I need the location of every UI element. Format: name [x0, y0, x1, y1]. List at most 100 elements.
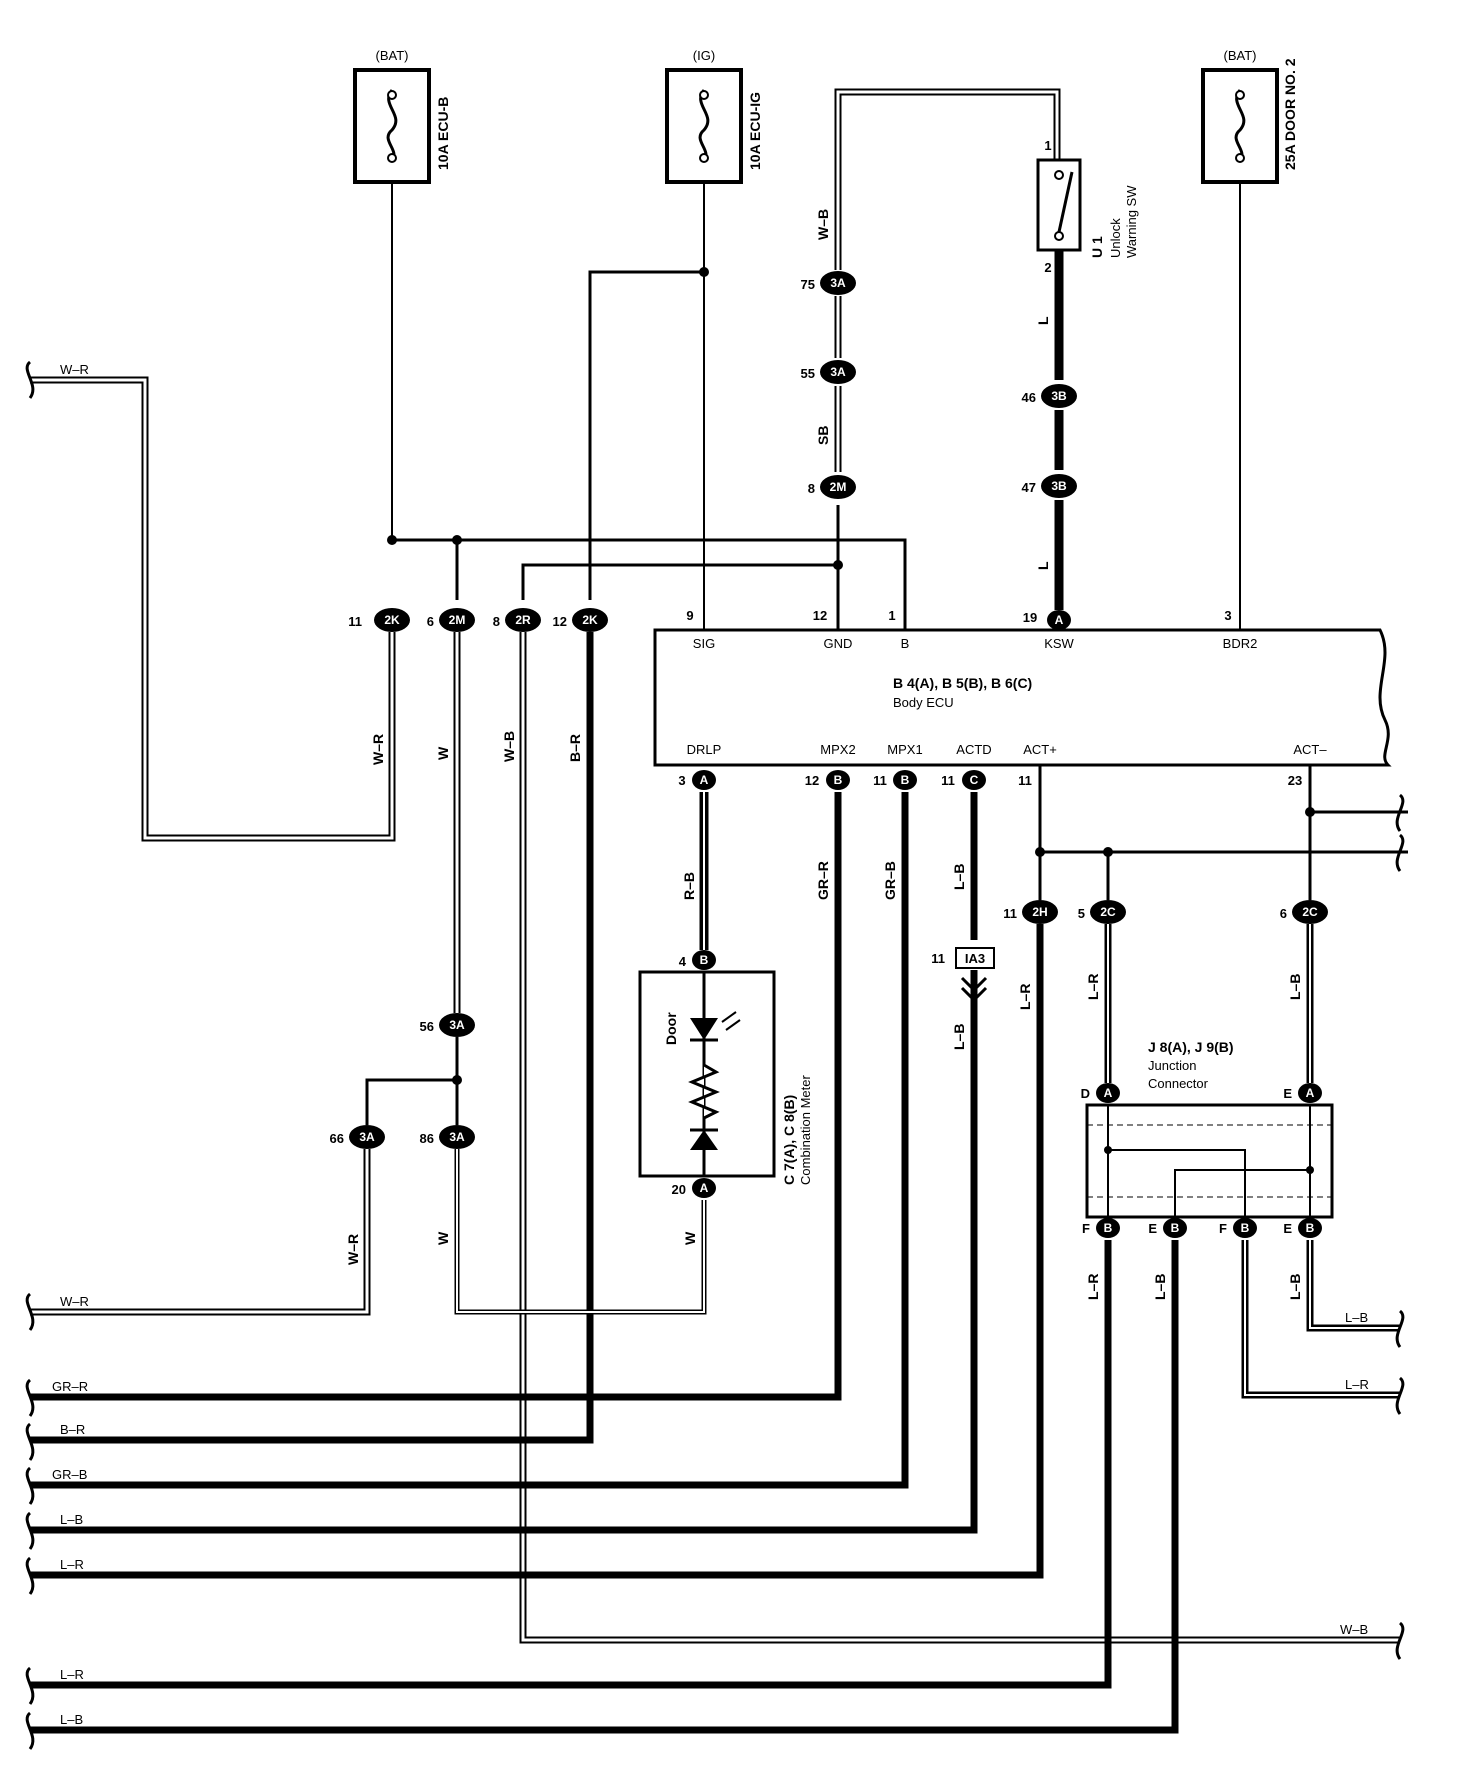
svg-text:W–B: W–B [815, 209, 831, 240]
svg-text:6: 6 [1280, 906, 1287, 921]
unlock-warning-switch: 1 2 U 1 Unlock Warning SW [1036, 138, 1139, 275]
svg-text:L–B: L–B [1287, 1274, 1303, 1300]
svg-text:86: 86 [420, 1131, 434, 1146]
svg-text:D: D [1081, 1086, 1090, 1101]
svg-text:W–B: W–B [501, 731, 517, 762]
svg-text:SB: SB [815, 426, 831, 445]
led-icon [690, 1018, 718, 1040]
svg-text:25A DOOR NO. 2: 25A DOOR NO. 2 [1282, 58, 1298, 170]
svg-text:U 1: U 1 [1089, 236, 1105, 258]
svg-text:GR–R: GR–R [52, 1379, 88, 1394]
svg-text:4: 4 [679, 954, 687, 969]
svg-text:L–R: L–R [1085, 1274, 1101, 1300]
svg-text:5: 5 [1078, 906, 1085, 921]
svg-text:11: 11 [1018, 773, 1032, 788]
svg-text:SIG: SIG [693, 636, 715, 651]
svg-text:46: 46 [1022, 390, 1036, 405]
svg-text:Combination Meter: Combination Meter [798, 1075, 813, 1185]
svg-text:Door: Door [663, 1012, 679, 1045]
fuse-door-no-2: (BAT) 25A DOOR NO. 2 [1201, 48, 1298, 184]
svg-text:2K: 2K [582, 613, 598, 627]
svg-text:2M: 2M [449, 613, 466, 627]
svg-text:Junction: Junction [1148, 1058, 1196, 1073]
wire-wb-loop [834, 88, 1061, 270]
svg-text:11: 11 [941, 773, 955, 788]
svg-text:10A ECU-IG: 10A ECU-IG [747, 92, 763, 170]
svg-text:2C: 2C [1100, 905, 1116, 919]
svg-text:A: A [1306, 1086, 1315, 1100]
wire-grr [30, 792, 842, 1401]
svg-text:ACTD: ACTD [956, 742, 991, 757]
svg-text:ACT–: ACT– [1293, 742, 1327, 757]
svg-text:55: 55 [801, 366, 815, 381]
svg-text:F: F [1082, 1221, 1090, 1236]
svg-text:A: A [700, 1181, 709, 1195]
svg-text:11: 11 [873, 773, 887, 788]
svg-text:L–B: L–B [1345, 1310, 1368, 1325]
wire-ig-branch [588, 270, 704, 600]
svg-text:3A: 3A [359, 1130, 375, 1144]
svg-text:L: L [1035, 561, 1051, 570]
svg-text:8: 8 [493, 614, 500, 629]
svg-text:A: A [1104, 1086, 1113, 1100]
svg-text:1: 1 [1044, 138, 1051, 153]
junction-dot [833, 560, 843, 570]
svg-text:3A: 3A [449, 1018, 465, 1032]
svg-text:W–R: W–R [370, 734, 386, 765]
diode-icon [690, 1130, 718, 1150]
svg-text:11: 11 [348, 614, 362, 629]
svg-text:11: 11 [931, 951, 945, 966]
svg-text:MPX2: MPX2 [820, 742, 855, 757]
svg-text:(IG): (IG) [693, 48, 715, 63]
svg-text:IA3: IA3 [965, 951, 985, 966]
svg-text:L–R: L–R [1085, 974, 1101, 1000]
svg-text:L–B: L–B [1287, 974, 1303, 1000]
svg-text:(BAT): (BAT) [1224, 48, 1257, 63]
wire-3a-branch [365, 1037, 459, 1125]
svg-text:KSW: KSW [1044, 636, 1074, 651]
svg-text:L–R: L–R [60, 1557, 84, 1572]
svg-text:W–B: W–B [1340, 1622, 1368, 1637]
svg-text:2: 2 [1044, 260, 1051, 275]
svg-text:19: 19 [1023, 610, 1037, 625]
svg-text:B: B [834, 773, 843, 787]
svg-text:Connector: Connector [1148, 1076, 1209, 1091]
svg-text:3: 3 [1224, 608, 1231, 623]
svg-text:J 8(A), J 9(B): J 8(A), J 9(B) [1148, 1039, 1234, 1055]
svg-text:B: B [901, 773, 910, 787]
svg-text:B: B [1241, 1221, 1250, 1235]
wire-wr-lower [30, 1149, 371, 1316]
wire-lr-jf [30, 1240, 1112, 1689]
svg-text:8: 8 [808, 481, 815, 496]
fuse-ecu-b: (BAT) 10A ECU-B [353, 48, 451, 184]
svg-text:3B: 3B [1051, 389, 1067, 403]
svg-text:47: 47 [1022, 480, 1036, 495]
svg-text:B: B [700, 953, 709, 967]
body-ecu: B 4(A), B 5(B), B 6(C) Body ECU 9 SIG 12… [653, 608, 1392, 788]
svg-text:L–B: L–B [951, 864, 967, 890]
wire-grb [30, 792, 909, 1489]
svg-text:A: A [700, 773, 709, 787]
wire-lb-je [30, 1240, 1179, 1734]
svg-text:Unlock: Unlock [1108, 218, 1123, 258]
svg-text:Warning SW: Warning SW [1124, 185, 1139, 258]
svg-text:ACT+: ACT+ [1023, 742, 1057, 757]
svg-text:MPX1: MPX1 [887, 742, 922, 757]
resistor-icon [688, 1063, 720, 1120]
svg-text:W: W [682, 1231, 698, 1245]
svg-text:12: 12 [553, 614, 567, 629]
svg-text:B: B [1104, 1221, 1113, 1235]
svg-text:L: L [1035, 316, 1051, 325]
svg-text:W: W [435, 1231, 451, 1245]
svg-text:F: F [1219, 1221, 1227, 1236]
wire-lr-2h [30, 924, 1044, 1579]
junction-connector: J 8(A), J 9(B) Junction Connector A D A … [1081, 1039, 1334, 1238]
wire-lb-ia3 [30, 970, 978, 1534]
svg-text:E: E [1283, 1221, 1292, 1236]
svg-text:GR–B: GR–B [882, 861, 898, 900]
svg-text:20: 20 [672, 1182, 686, 1197]
svg-text:L–B: L–B [60, 1512, 83, 1527]
svg-text:B–R: B–R [567, 734, 583, 762]
svg-text:DRLP: DRLP [687, 742, 722, 757]
